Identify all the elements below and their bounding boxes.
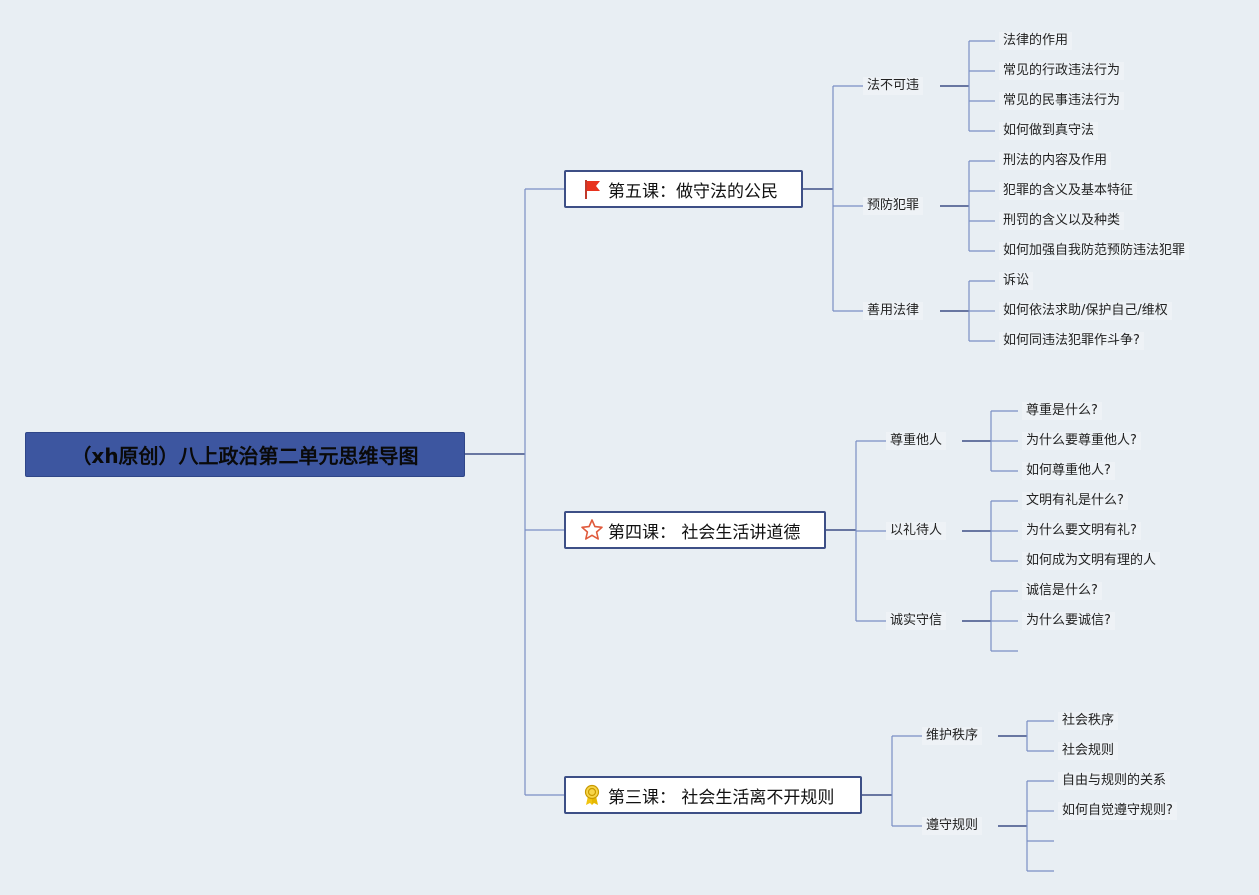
leaf-node[interactable]: 尊重是什么?	[1022, 402, 1102, 420]
leaf-node[interactable]: 如何同违法犯罪作斗争?	[999, 332, 1144, 350]
topic-node[interactable]: 维护秩序	[922, 727, 983, 745]
root-node[interactable]: （xh原创）八上政治第二单元思维导图	[25, 432, 465, 477]
lesson-node-3[interactable]: 第三课： 社会生活离不开规则	[564, 776, 862, 814]
leaf-node[interactable]: 文明有礼是什么?	[1022, 492, 1128, 510]
leaf-node[interactable]: 如何加强自我防范预防违法犯罪	[999, 242, 1190, 260]
leaf-node[interactable]: 如何依法求助/保护自己/维权	[999, 302, 1172, 320]
leaf-node[interactable]: 犯罪的含义及基本特征	[999, 182, 1138, 200]
leaf-node[interactable]: 为什么要文明有礼?	[1022, 522, 1141, 540]
leaf-node[interactable]: 如何做到真守法	[999, 122, 1099, 140]
leaf-node[interactable]: 诉讼	[999, 272, 1034, 290]
star-outline-icon	[580, 518, 604, 542]
red-flag-icon	[580, 177, 604, 201]
lesson-label: 第四课： 社会生活讲道德	[608, 522, 801, 543]
topic-node[interactable]: 以礼待人	[886, 522, 947, 540]
leaf-node[interactable]: 如何自觉遵守规则?	[1058, 802, 1177, 820]
leaf-node[interactable]: 如何成为文明有理的人	[1022, 552, 1161, 570]
leaf-node[interactable]: 社会秩序	[1058, 712, 1119, 730]
leaf-node[interactable]: 诚信是什么?	[1022, 582, 1102, 600]
topic-node[interactable]: 诚实守信	[886, 612, 947, 630]
leaf-node[interactable]: 刑罚的含义以及种类	[999, 212, 1125, 230]
leaf-node[interactable]: 如何尊重他人?	[1022, 462, 1115, 480]
lesson-node-4[interactable]: 第四课： 社会生活讲道德	[564, 511, 826, 549]
leaf-node[interactable]: 社会规则	[1058, 742, 1119, 760]
leaf-node[interactable]: 常见的行政违法行为	[999, 62, 1125, 80]
topic-node[interactable]: 遵守规则	[922, 817, 983, 835]
root-title: （xh原创）八上政治第二单元思维导图	[71, 444, 419, 468]
leaf-node[interactable]: 刑法的内容及作用	[999, 152, 1112, 170]
leaf-node[interactable]: 为什么要尊重他人?	[1022, 432, 1141, 450]
leaf-node[interactable]: 为什么要诚信?	[1022, 612, 1115, 630]
lesson-node-5[interactable]: 第五课：做守法的公民	[564, 170, 803, 208]
topic-node[interactable]: 尊重他人	[886, 432, 947, 450]
topic-node[interactable]: 善用法律	[863, 302, 924, 320]
lesson-label: 第三课： 社会生活离不开规则	[608, 787, 835, 808]
leaf-node[interactable]: 常见的民事违法行为	[999, 92, 1125, 110]
lesson-label: 第五课：做守法的公民	[608, 181, 778, 202]
topic-node[interactable]: 法不可违	[863, 77, 924, 95]
award-ribbon-icon	[580, 783, 604, 807]
topic-node[interactable]: 预防犯罪	[863, 197, 924, 215]
leaf-node[interactable]: 法律的作用	[999, 32, 1073, 50]
leaf-node[interactable]: 自由与规则的关系	[1058, 772, 1171, 790]
